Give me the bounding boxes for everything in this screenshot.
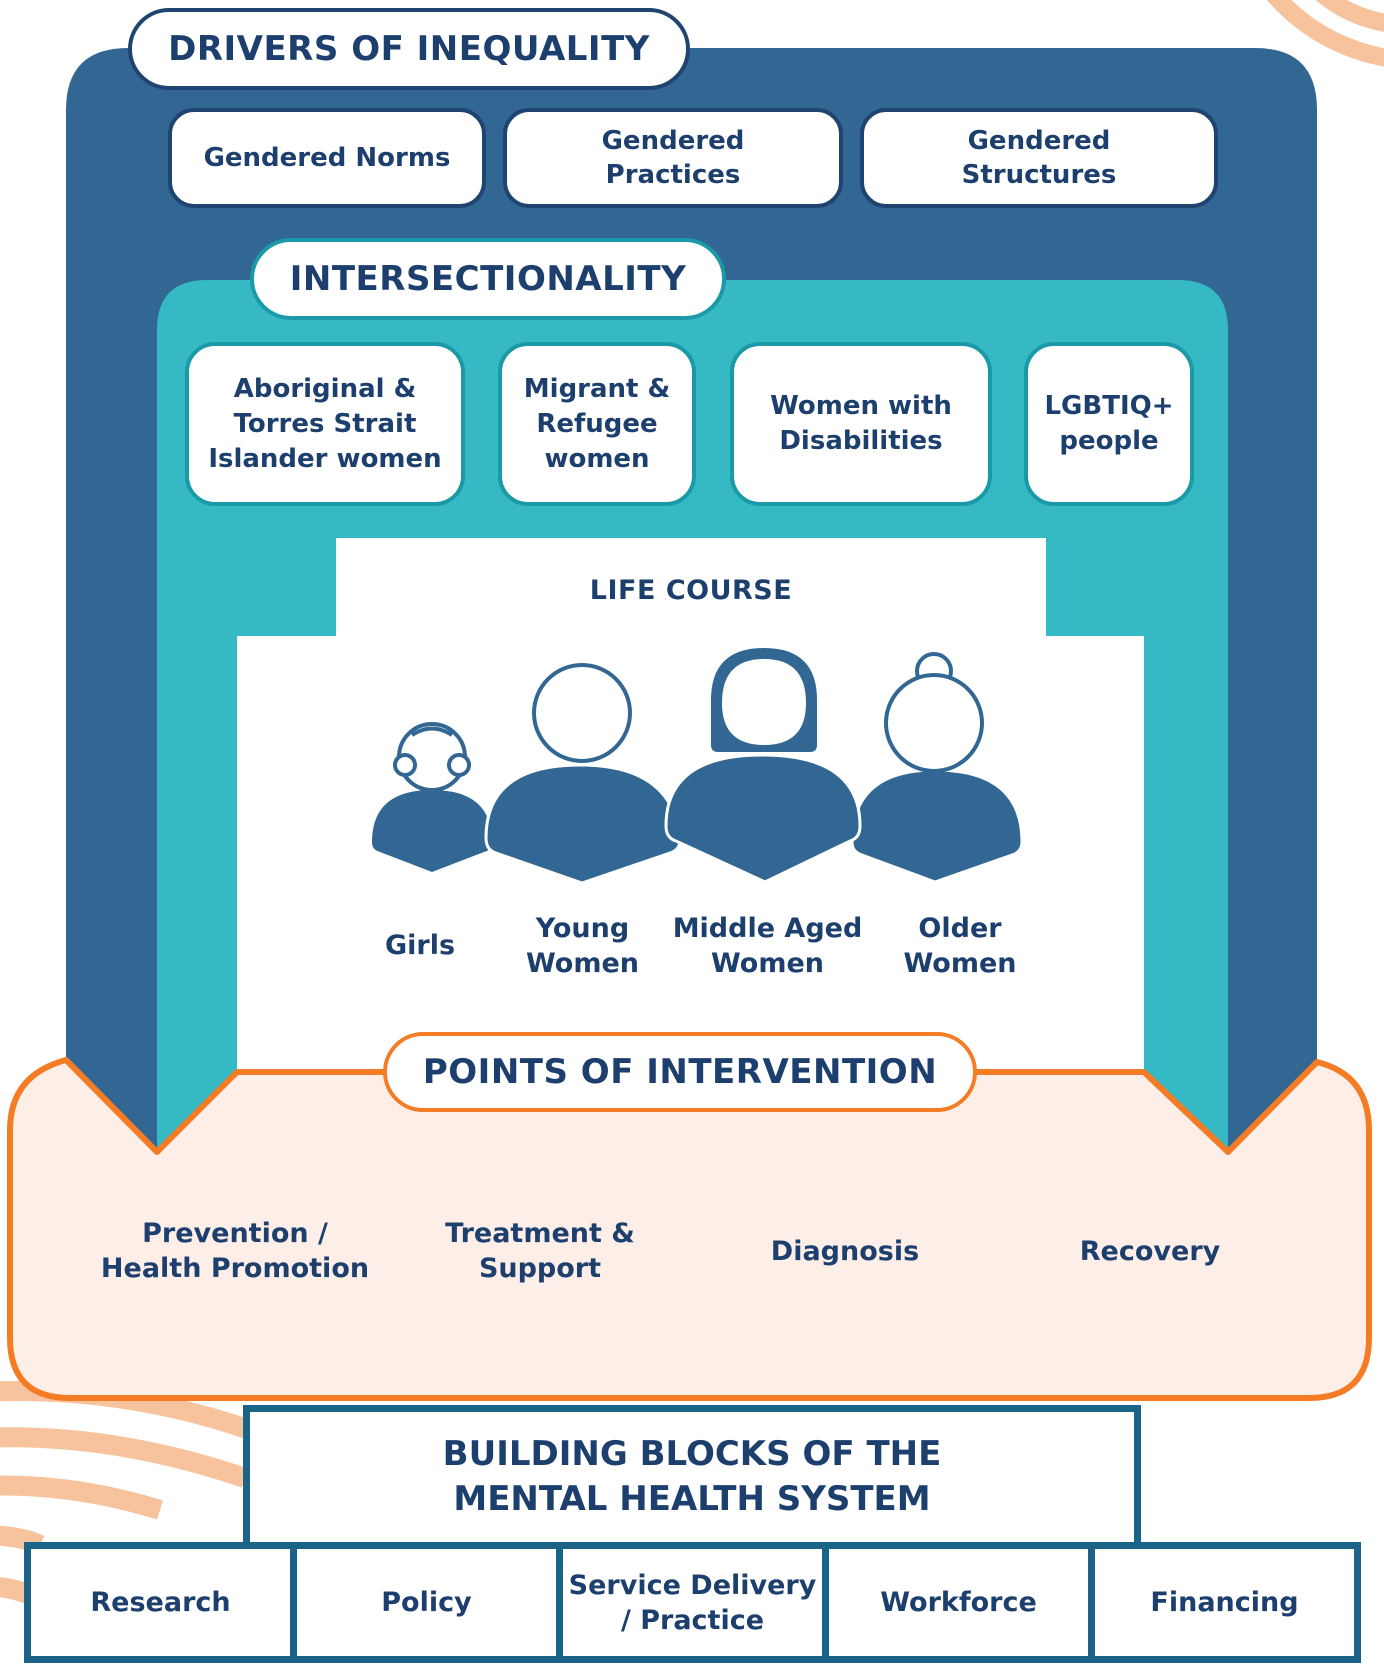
life-course-middle-aged-women: Middle Aged Women <box>672 913 863 979</box>
intervention-heading: POINTS OF INTERVENTION <box>383 1032 977 1112</box>
life-course-girls: Girls <box>384 929 456 961</box>
block-financing: Financing <box>1088 1542 1361 1663</box>
life-course-young-women: Young Women <box>525 913 640 979</box>
block-research: Research <box>24 1542 297 1663</box>
block-workforce: Workforce <box>822 1542 1095 1663</box>
driver-gendered-norms: Gendered Norms <box>168 108 486 208</box>
group-women-with-disabilities: Women with Disabilities <box>730 342 992 506</box>
life-course-heading: LIFE COURSE <box>589 574 793 606</box>
intersectionality-heading: INTERSECTIONALITY <box>250 238 726 320</box>
middle-aged-woman-icon <box>664 648 862 884</box>
group-lgbtiq: LGBTIQ+ people <box>1024 342 1194 506</box>
group-aboriginal-torres-strait-islander: Aboriginal & Torres Strait Islander wome… <box>185 342 465 506</box>
life-course-older-women: Older Women <box>903 913 1017 979</box>
block-service-delivery: Service Delivery / Practice <box>556 1542 829 1663</box>
block-policy: Policy <box>290 1542 563 1663</box>
top-right-stripes <box>1266 0 1384 67</box>
driver-gendered-structures: Gendered Structures <box>860 108 1218 208</box>
intervention-treatment-support: Treatment & Support <box>445 1218 635 1284</box>
building-blocks-heading: BUILDING BLOCKS OF THE MENTAL HEALTH SYS… <box>243 1405 1141 1549</box>
group-migrant-refugee: Migrant & Refugee women <box>498 342 696 506</box>
young-woman-icon <box>484 663 682 885</box>
intervention-frame <box>7 1057 1372 1401</box>
driver-gendered-practices: Gendered Practices <box>503 108 843 208</box>
girl-icon <box>372 722 492 872</box>
intervention-diagnosis: Diagnosis <box>770 1235 920 1267</box>
intervention-recovery: Recovery <box>1079 1235 1221 1267</box>
intervention-prevention: Prevention / Health Promotion <box>100 1218 370 1284</box>
older-woman-icon <box>850 652 1024 884</box>
drivers-heading: DRIVERS OF INEQUALITY <box>128 8 690 90</box>
